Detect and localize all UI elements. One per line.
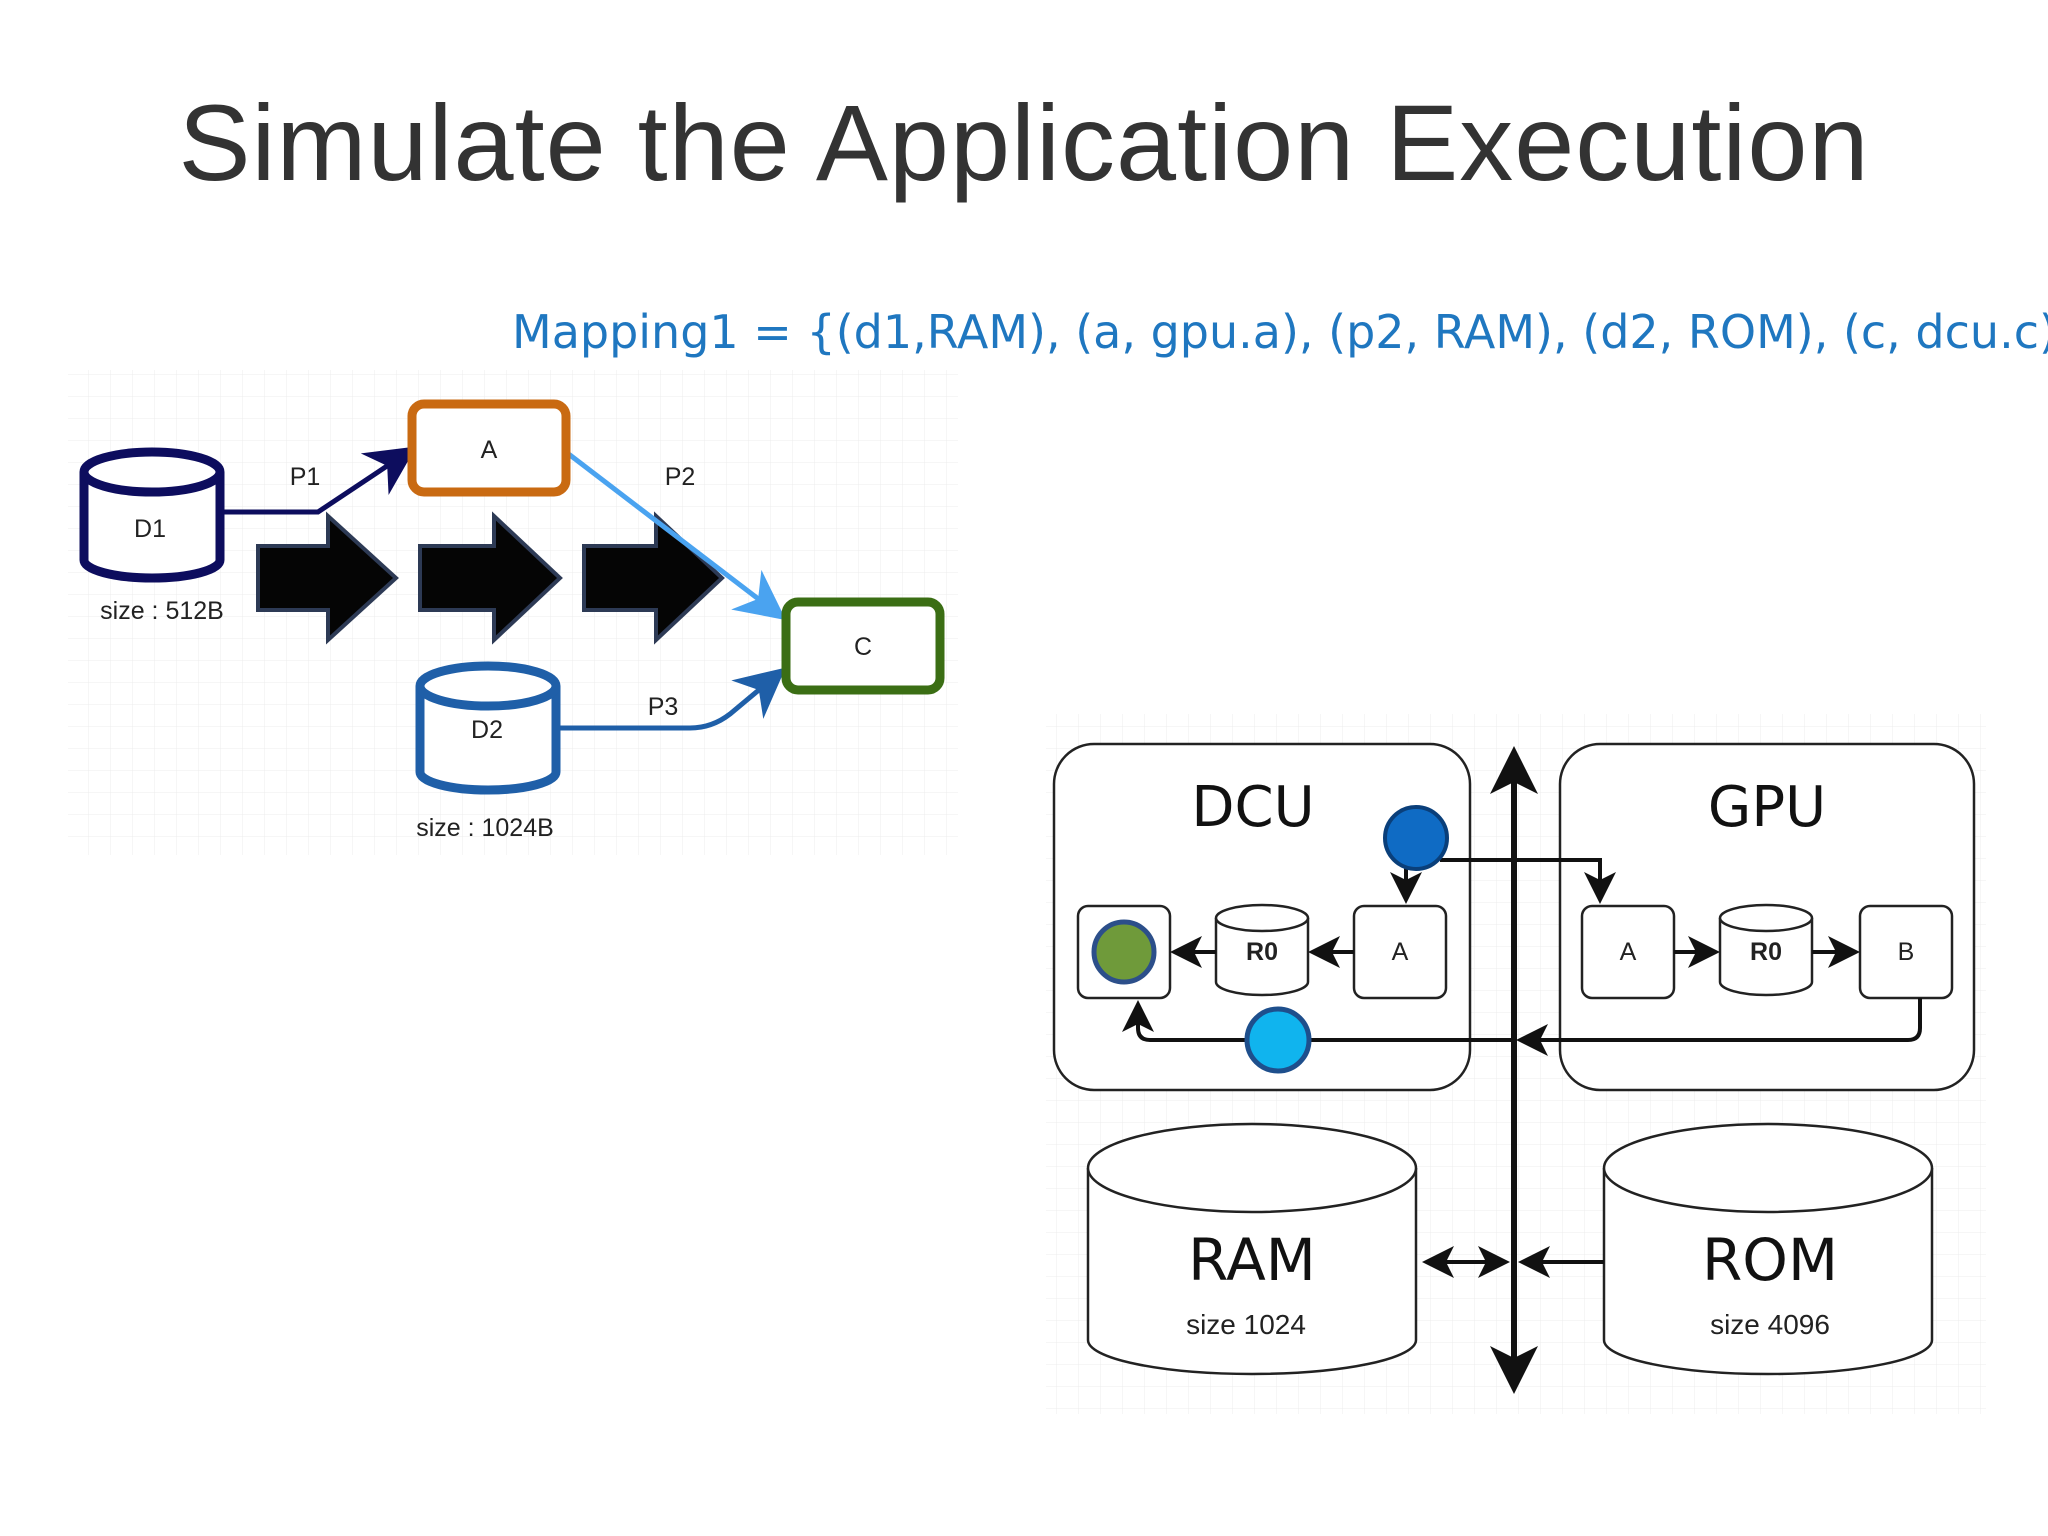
task-c-label: C: [854, 633, 872, 661]
dcu-to-gpu-a-arrow: [1440, 858, 1616, 904]
flow-arrows: [256, 511, 725, 645]
dcu-label: DCU: [1191, 775, 1314, 840]
task-c: C: [781, 597, 945, 695]
edge-label-p3: P3: [648, 693, 679, 721]
token-dark-blue: [1383, 805, 1449, 871]
datastore-d2-label: D2: [471, 716, 503, 744]
token-light-blue: [1244, 1006, 1312, 1074]
edge-p3: [556, 667, 786, 731]
rom-memory: ROM size 4096: [1602, 1122, 1934, 1376]
edge-label-p2: P2: [665, 463, 696, 491]
mapping-text: Mapping1 = {(d1,RAM), (a, gpu.a), (p2, R…: [512, 305, 2048, 359]
ram-size: size 1024: [1186, 1309, 1306, 1340]
rom-size: size 4096: [1710, 1309, 1830, 1340]
datastore-d1-size: size : 512B: [100, 597, 224, 625]
token-green: [1091, 919, 1157, 985]
datastore-d1: D1: [79, 447, 225, 583]
edge-label-p1: P1: [290, 463, 321, 491]
application-graph: P1 P2 P3 D1 size : 512B D2 size : 1024B …: [68, 370, 958, 855]
slide-title: Simulate the Application Execution: [178, 82, 1870, 203]
datastore-d1-label: D1: [134, 515, 166, 543]
platform-diagram: DCU GPU R0 A A R0: [1046, 714, 1986, 1414]
task-a-label: A: [481, 436, 498, 464]
gpu-task-a-label: A: [1620, 938, 1637, 966]
gpu-register-label: R0: [1750, 938, 1782, 966]
datastore-d2: D2: [415, 661, 561, 795]
dcu-register: R0: [1214, 903, 1310, 997]
dcu-register-label: R0: [1246, 938, 1278, 966]
gpu-task-b: [1858, 904, 1954, 1000]
dcu-task-a-label: A: [1392, 938, 1409, 966]
datastore-d2-size: size : 1024B: [416, 814, 554, 842]
edge-p2: [564, 450, 786, 621]
bus-to-dcu-c-arrow: [1122, 1000, 1512, 1042]
task-a: A: [407, 399, 571, 497]
rom-label: ROM: [1702, 1226, 1838, 1294]
flow-arrow-1: [256, 511, 399, 645]
gpu-register: R0: [1718, 903, 1814, 997]
gpu-b-to-bus-arrow: [1516, 998, 1922, 1056]
edge-p1: [220, 446, 417, 515]
ram-memory: RAM size 1024: [1086, 1122, 1418, 1376]
gpu-task-b-label: B: [1898, 938, 1915, 966]
gpu-label: GPU: [1708, 775, 1826, 840]
flow-arrow-2: [418, 511, 563, 645]
ram-label: RAM: [1188, 1226, 1316, 1294]
